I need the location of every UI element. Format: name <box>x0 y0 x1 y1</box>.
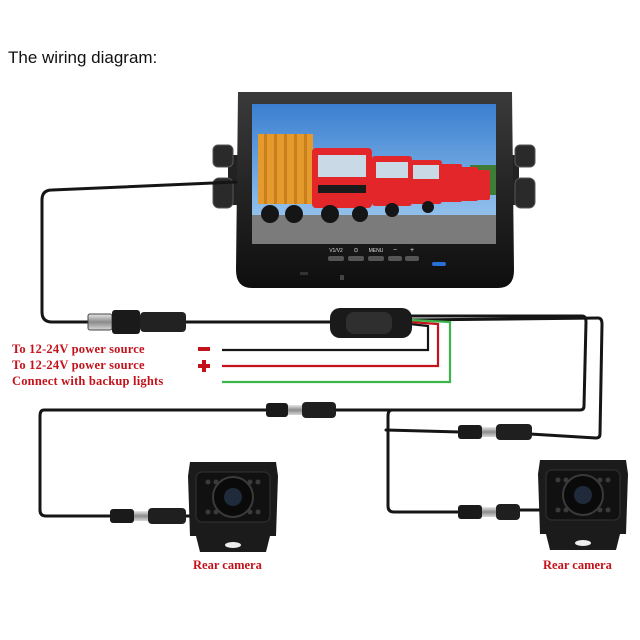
monitor-controls: V1/V2 ⊙ MENU − + <box>300 247 446 280</box>
minus-sign-icon <box>198 347 210 351</box>
diagram-title: The wiring diagram: <box>8 48 158 67</box>
v1v2-label: V1/V2 <box>329 248 343 254</box>
power-button[interactable] <box>348 256 364 261</box>
red-wire <box>222 320 440 368</box>
monitor: V1/V2 ⊙ MENU − + <box>212 92 536 288</box>
junction-box <box>330 308 412 338</box>
wire-label-positive: To 12-24V power source <box>12 358 145 372</box>
camera-1-label: Rear camera <box>193 558 262 572</box>
plus-sign-icon <box>198 360 210 372</box>
camera-2-label: Rear camera <box>543 558 612 572</box>
power-wires <box>222 318 452 384</box>
plus-button[interactable] <box>405 256 419 261</box>
v1v2-button[interactable] <box>328 256 344 261</box>
minus-label: − <box>393 247 397 254</box>
power-led <box>432 262 446 266</box>
cables <box>38 180 604 518</box>
connector-cam1-a <box>266 402 336 418</box>
power-label: ⊙ <box>353 248 358 254</box>
plus-label: + <box>410 247 414 254</box>
connector-cam1-b <box>110 508 186 524</box>
wire-label-backup: Connect with backup lights <box>12 374 164 388</box>
wire-label-negative: To 12-24V power source <box>12 342 145 356</box>
monitor-screen <box>252 104 496 244</box>
connector-cam2-b <box>458 504 520 520</box>
main-connector <box>87 310 186 334</box>
minus-button[interactable] <box>388 256 402 261</box>
menu-button[interactable] <box>368 256 384 261</box>
green-wire <box>222 318 452 384</box>
black-wire <box>222 322 430 352</box>
menu-label: MENU <box>369 248 384 254</box>
rear-camera-2 <box>538 460 628 550</box>
rear-camera-1 <box>188 462 278 552</box>
connector-cam2-a <box>458 424 532 440</box>
